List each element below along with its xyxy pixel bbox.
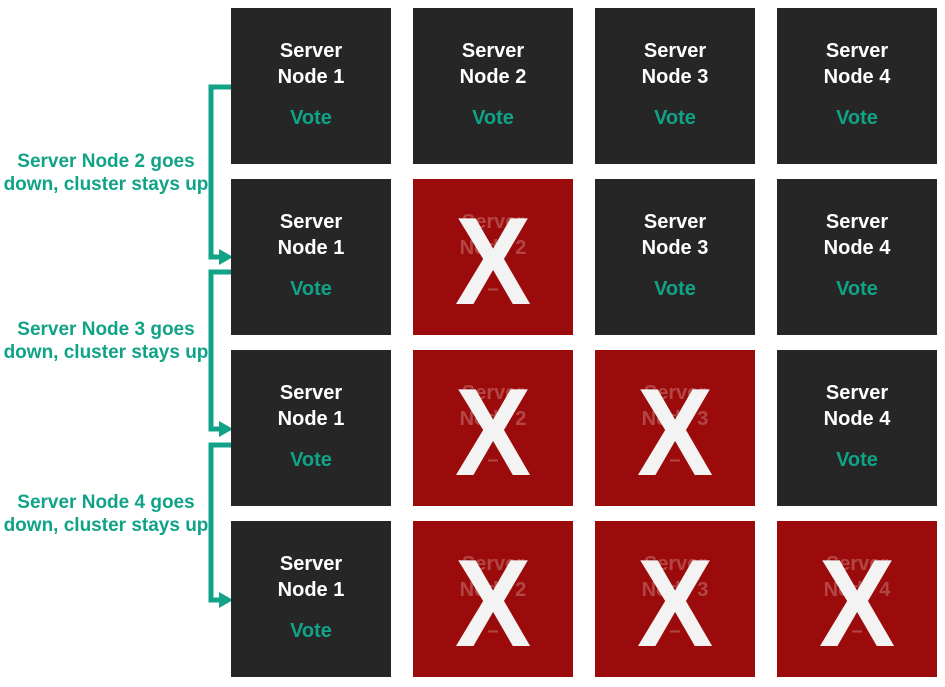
vote-label: Vote bbox=[472, 107, 514, 129]
server-node-box: Server Node 1 Vote bbox=[231, 179, 391, 335]
vote-label: Vote bbox=[290, 449, 332, 471]
flow-arrow-row1-to-row2 bbox=[208, 84, 233, 265]
vote-label: Vote bbox=[836, 278, 878, 300]
server-node-box: Server Node 3 Vote bbox=[595, 179, 755, 335]
server-node-title: Server Node 3 bbox=[641, 40, 709, 88]
x-mark-icon: X bbox=[636, 364, 714, 502]
x-mark-icon: X bbox=[636, 535, 714, 673]
x-mark-icon: X bbox=[454, 364, 532, 502]
server-node-title: Server Node 2 bbox=[459, 382, 527, 430]
x-mark-icon: X bbox=[818, 535, 896, 673]
server-node-title: Server Node 1 bbox=[277, 211, 345, 259]
server-node-title: Server Node 1 bbox=[277, 40, 345, 88]
server-node-box: Server Node 1 Vote bbox=[231, 8, 391, 164]
vote-label: Vote bbox=[290, 278, 332, 300]
server-node-box: Server Node 2 Vote bbox=[413, 8, 573, 164]
server-node-box-down: Server Node 2 – X bbox=[413, 350, 573, 506]
server-node-title: Server Node 3 bbox=[641, 553, 709, 601]
server-node-box-down: Server Node 4 – X bbox=[777, 521, 937, 677]
server-node-box: Server Node 3 Vote bbox=[595, 8, 755, 164]
vote-removed-dash: – bbox=[669, 620, 681, 642]
annotation-node4-down: Server Node 4 goes down, cluster stays u… bbox=[3, 492, 209, 536]
x-mark-icon: X bbox=[454, 193, 532, 331]
server-node-box: Server Node 4 Vote bbox=[777, 8, 937, 164]
server-node-title: Server Node 2 bbox=[459, 40, 527, 88]
server-node-title: Server Node 4 bbox=[823, 40, 891, 88]
vote-label: Vote bbox=[290, 107, 332, 129]
flow-arrow-row3-to-row4 bbox=[208, 442, 233, 608]
server-node-box-down: Server Node 2 – X bbox=[413, 179, 573, 335]
server-node-title: Server Node 1 bbox=[277, 382, 345, 430]
annotation-node2-down: Server Node 2 goes down, cluster stays u… bbox=[3, 151, 209, 195]
server-node-box: Server Node 1 Vote bbox=[231, 521, 391, 677]
vote-label: Vote bbox=[290, 620, 332, 642]
server-node-title: Server Node 3 bbox=[641, 382, 709, 430]
vote-removed-dash: – bbox=[669, 449, 681, 471]
vote-label: Vote bbox=[836, 449, 878, 471]
vote-label: Vote bbox=[836, 107, 878, 129]
flow-arrow-row2-to-row3 bbox=[208, 269, 233, 437]
vote-removed-dash: – bbox=[487, 278, 499, 300]
server-node-title: Server Node 2 bbox=[459, 211, 527, 259]
x-mark-icon: X bbox=[454, 535, 532, 673]
vote-label: Vote bbox=[654, 107, 696, 129]
vote-removed-dash: – bbox=[487, 620, 499, 642]
server-node-title: Server Node 1 bbox=[277, 553, 345, 601]
server-node-title: Server Node 4 bbox=[823, 553, 891, 601]
server-node-box: Server Node 1 Vote bbox=[231, 350, 391, 506]
server-node-title: Server Node 4 bbox=[823, 382, 891, 430]
vote-label: Vote bbox=[654, 278, 696, 300]
server-node-box-down: Server Node 3 – X bbox=[595, 350, 755, 506]
server-node-box: Server Node 4 Vote bbox=[777, 350, 937, 506]
server-node-title: Server Node 2 bbox=[459, 553, 527, 601]
vote-removed-dash: – bbox=[851, 620, 863, 642]
annotation-node3-down: Server Node 3 goes down, cluster stays u… bbox=[3, 319, 209, 363]
server-node-box: Server Node 4 Vote bbox=[777, 179, 937, 335]
server-node-title: Server Node 3 bbox=[641, 211, 709, 259]
server-node-box-down: Server Node 3 – X bbox=[595, 521, 755, 677]
server-node-box-down: Server Node 2 – X bbox=[413, 521, 573, 677]
server-node-title: Server Node 4 bbox=[823, 211, 891, 259]
vote-removed-dash: – bbox=[487, 449, 499, 471]
